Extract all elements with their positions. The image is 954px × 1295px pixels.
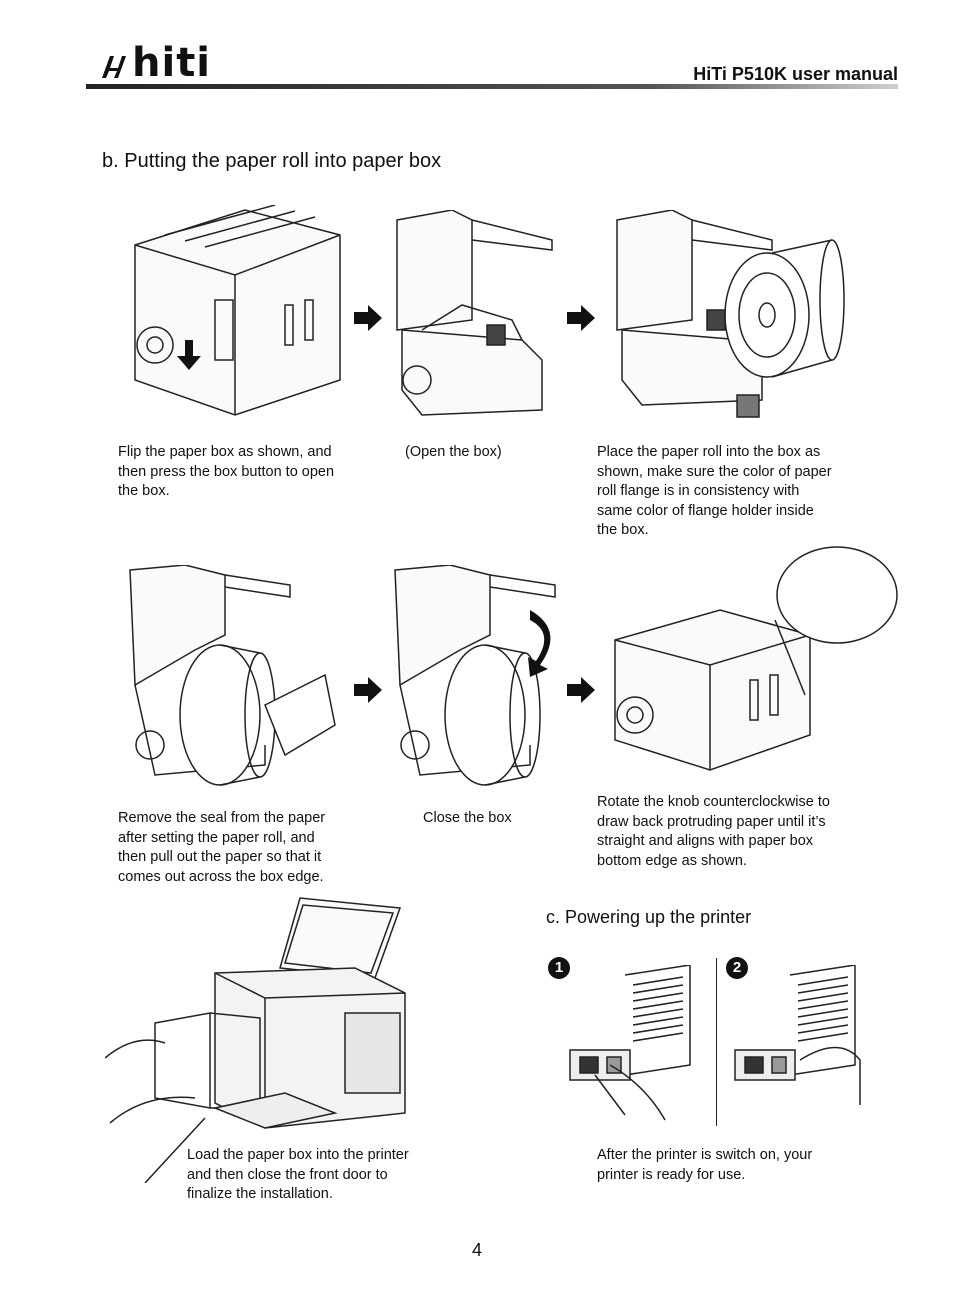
- arrow-right-icon: [354, 305, 382, 331]
- section-b-heading: b. Putting the paper roll into paper box: [102, 150, 442, 172]
- load-paper-box-illustration: [105, 897, 406, 1183]
- remove-seal-illustration: [129, 565, 336, 786]
- power-switch-on-illustration: [734, 965, 861, 1105]
- power-up-caption: After the printer is switch on, your pri…: [597, 1147, 813, 1183]
- step-load-box-caption: Load the paper box into the printer and …: [187, 1147, 409, 1202]
- section-c-heading: c. Powering up the printer: [546, 907, 752, 927]
- step-open-box-caption: (Open the box): [405, 444, 502, 460]
- step-remove-seal-caption: Remove the seal from the paper after set…: [118, 810, 326, 885]
- page-number: 4: [471, 1240, 482, 1260]
- arrow-right-icon: [354, 677, 382, 703]
- hiti-logo: hiti: [100, 40, 211, 86]
- step-close-box-caption: Close the box: [423, 810, 512, 826]
- close-box-illustration: [394, 565, 556, 786]
- step-divider: [716, 958, 717, 1126]
- step-1-badge: 1: [548, 957, 570, 979]
- step-2-badge: 2: [726, 957, 748, 979]
- step-rotate-knob-caption: Rotate the knob counterclockwise to draw…: [597, 794, 830, 869]
- hiti-logo-mark-icon: [102, 56, 126, 78]
- flip-paper-box-illustration: [134, 205, 341, 416]
- arrow-right-icon: [567, 305, 595, 331]
- step-flip-box-caption: Flip the paper box as shown, and then pr…: [118, 444, 335, 499]
- header-divider: [86, 84, 898, 89]
- logo-text: hiti: [132, 40, 212, 86]
- place-paper-roll-illustration: [616, 210, 845, 418]
- open-box-illustration: [396, 210, 553, 416]
- document-title: HiTi P510K user manual: [693, 64, 898, 84]
- plug-power-cord-illustration: [569, 965, 691, 1121]
- step-place-roll-caption: Place the paper roll into the box as sho…: [597, 444, 832, 538]
- arrow-right-icon: [567, 677, 595, 703]
- rotate-knob-illustration: [614, 546, 898, 771]
